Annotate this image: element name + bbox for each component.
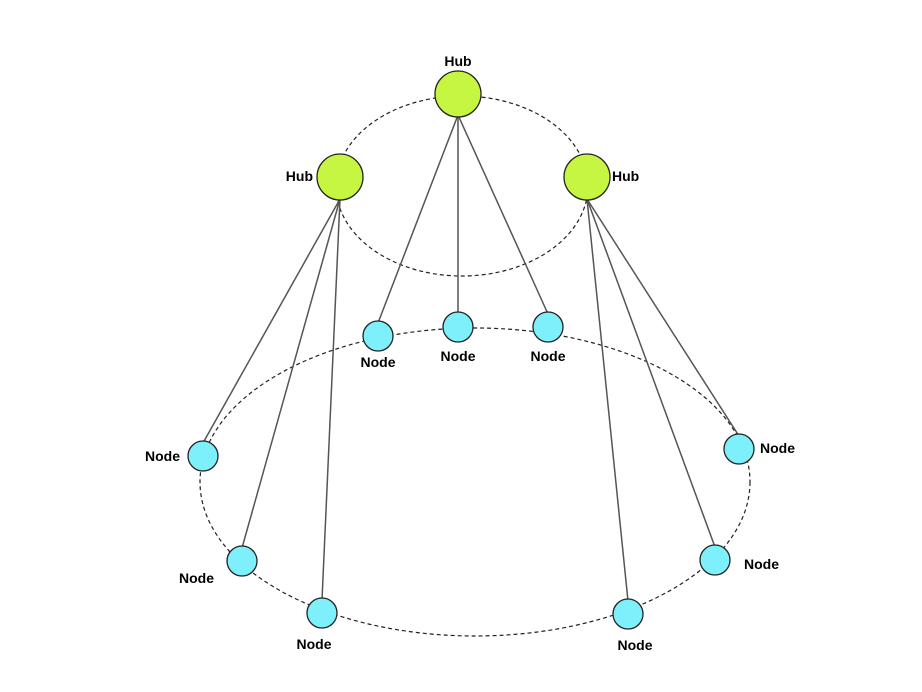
hub-right-label: Hub bbox=[612, 168, 639, 184]
link-hub-right-to-node-bottom-right bbox=[586, 198, 629, 602]
node-top-right-circle[interactable] bbox=[532, 311, 564, 343]
node-bottom-right-circle[interactable] bbox=[612, 598, 644, 630]
node-right-upper-circle[interactable] bbox=[723, 433, 755, 465]
node-ring bbox=[199, 327, 751, 637]
link-hub-left-to-node-left-upper bbox=[202, 198, 341, 444]
link-hub-right-to-node-right-upper bbox=[586, 198, 740, 437]
node-top-right-label: Node bbox=[531, 348, 566, 364]
node-right-middle-label: Node bbox=[744, 556, 779, 572]
node-top-center-circle[interactable] bbox=[442, 311, 474, 343]
node-bottom-right-label: Node bbox=[618, 637, 653, 653]
link-hub-left-to-node-left-middle bbox=[241, 198, 341, 549]
node-top-left-circle[interactable] bbox=[362, 320, 394, 352]
node-bottom-left-circle[interactable] bbox=[306, 597, 338, 629]
hub-left-label: Hub bbox=[286, 168, 313, 184]
node-left-middle-label: Node bbox=[179, 570, 214, 586]
link-hub-left-to-node-bottom-left bbox=[321, 198, 341, 601]
node-bottom-left-label: Node bbox=[297, 636, 332, 652]
node-left-upper-label: Node bbox=[145, 448, 180, 464]
link-hub-top-to-node-top-left bbox=[377, 114, 459, 324]
link-hub-top-to-node-top-right bbox=[457, 114, 549, 315]
link-hub-right-to-node-right-middle bbox=[586, 198, 716, 548]
node-top-left-label: Node bbox=[361, 354, 396, 370]
node-left-middle-circle[interactable] bbox=[226, 545, 258, 577]
hub-left-circle[interactable] bbox=[316, 153, 364, 201]
node-left-upper-circle[interactable] bbox=[187, 440, 219, 472]
node-right-middle-circle[interactable] bbox=[699, 544, 731, 576]
hub-top-label: Hub bbox=[444, 53, 471, 69]
hub-top-circle[interactable] bbox=[434, 70, 482, 118]
hub-right-circle[interactable] bbox=[563, 153, 611, 201]
node-right-upper-label: Node bbox=[760, 440, 795, 456]
node-top-center-label: Node bbox=[441, 348, 476, 364]
